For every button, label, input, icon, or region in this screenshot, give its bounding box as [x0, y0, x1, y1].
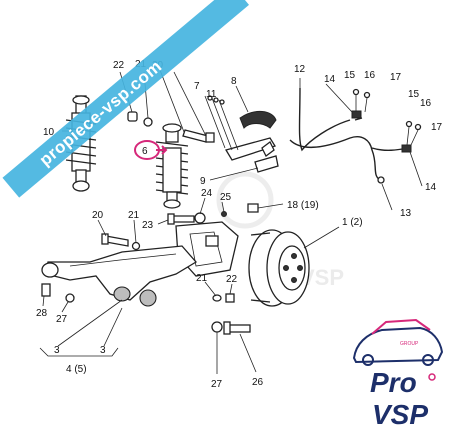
- logo-accent-dot: [428, 373, 436, 381]
- callout-10: 10: [43, 127, 55, 138]
- cable-clip-18: [247, 203, 259, 213]
- handbrake-lever-assembly: [204, 95, 279, 173]
- callout-4-5: 4 (5): [66, 364, 87, 375]
- lower-mount-hardware: [101, 211, 235, 303]
- callout-26: 26: [252, 377, 264, 388]
- callout-18-19: 18 (19): [287, 200, 319, 211]
- trailing-arm-3: [41, 245, 198, 307]
- logo-tag: GROUP: [400, 341, 419, 347]
- callout-28: 28: [36, 308, 48, 319]
- coil-spring-6: [155, 123, 189, 209]
- callout-3-left: 3: [54, 345, 60, 356]
- callout-17-top: 17: [390, 72, 402, 83]
- callout-22-low: 22: [226, 274, 238, 285]
- callout-14-right: 14: [425, 182, 437, 193]
- callout-12: 12: [294, 64, 306, 75]
- callout-14-top: 14: [324, 74, 336, 85]
- callout-20-mid: 20: [92, 210, 104, 221]
- callout-13: 13: [400, 208, 412, 219]
- callout-6: 6: [142, 146, 148, 157]
- callout-15-right: 15: [408, 89, 420, 100]
- brake-drum-1: [248, 229, 310, 307]
- callout-24: 24: [201, 188, 213, 199]
- callout-9: 9: [200, 176, 206, 187]
- callout-7: 7: [194, 81, 200, 92]
- callout-8: 8: [231, 76, 237, 87]
- highlight-marker-6: [134, 140, 168, 160]
- callout-25: 25: [220, 192, 232, 203]
- logo-text-pro: Pro: [370, 367, 417, 398]
- callout-27-bottom: 27: [211, 379, 223, 390]
- callout-16-top: 16: [364, 70, 376, 81]
- callout-27-left: 27: [56, 314, 68, 325]
- logo-text-vsp: VSP: [372, 399, 428, 430]
- callout-21-mid: 21: [128, 210, 140, 221]
- callout-11: 11: [206, 89, 217, 100]
- callout-21-low: 21: [196, 273, 208, 284]
- callout-16-right: 16: [420, 98, 432, 109]
- callout-23: 23: [142, 220, 154, 231]
- callout-1-2: 1 (2): [342, 217, 363, 228]
- bottom-bolt-26: [211, 321, 251, 335]
- callout-3-right: 3: [100, 345, 106, 356]
- brake-cables: [289, 87, 422, 184]
- callout-17-right: 17: [431, 122, 443, 133]
- car-logo-icon: GROUP: [352, 318, 444, 366]
- pro-vsp-logo: GROUP Pro VSP: [352, 318, 444, 430]
- callout-22-top: 22: [113, 60, 125, 71]
- callout-15-top: 15: [344, 70, 356, 81]
- upper-mount-hardware: [127, 111, 215, 143]
